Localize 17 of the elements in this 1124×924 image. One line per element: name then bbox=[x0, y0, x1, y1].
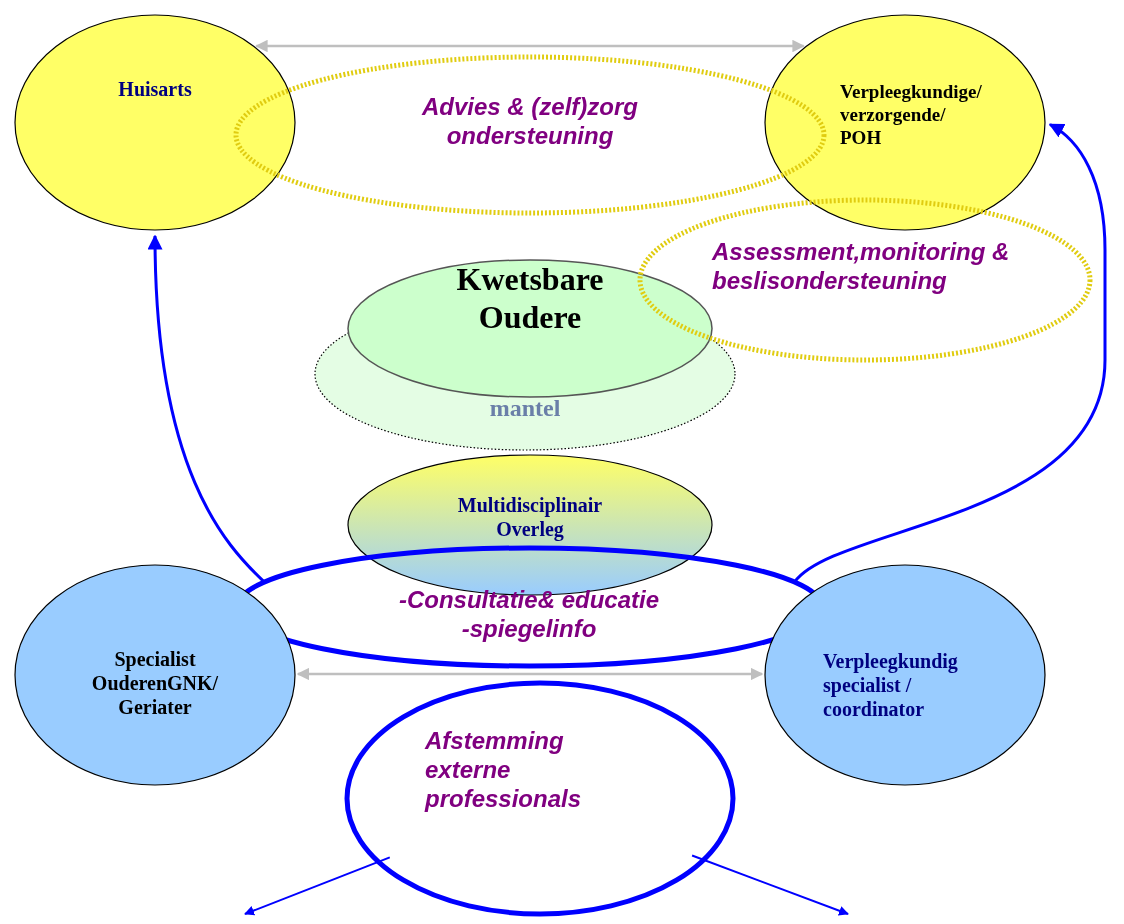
node-label: Afstemming externe professionals bbox=[425, 727, 583, 814]
arrow bbox=[255, 39, 805, 53]
node-label: Specialist OuderenGNK/ Geriater bbox=[90, 647, 220, 719]
node-label: Huisarts bbox=[117, 77, 193, 101]
arrow bbox=[296, 667, 764, 681]
node-label: Verpleegkundige/ verzorgende/ POH bbox=[840, 81, 983, 150]
node-label: mantel bbox=[488, 394, 562, 423]
node-label: Assessment,monitoring & beslisondersteuning bbox=[712, 238, 1011, 296]
node-label: -Consultatie& educatie -spiegelinfo bbox=[397, 586, 660, 644]
node-label: Kwetsbare Oudere bbox=[455, 260, 605, 337]
arrow bbox=[244, 856, 391, 916]
arrow bbox=[691, 854, 849, 916]
node-label: Advies & (zelf)zorg ondersteuning bbox=[420, 93, 639, 151]
node-label: Multidisciplinair Overleg bbox=[456, 493, 604, 541]
arrow bbox=[793, 123, 1107, 584]
arrow bbox=[147, 234, 266, 584]
node-label: Verpleegkundig specialist / coordinator bbox=[823, 649, 959, 721]
